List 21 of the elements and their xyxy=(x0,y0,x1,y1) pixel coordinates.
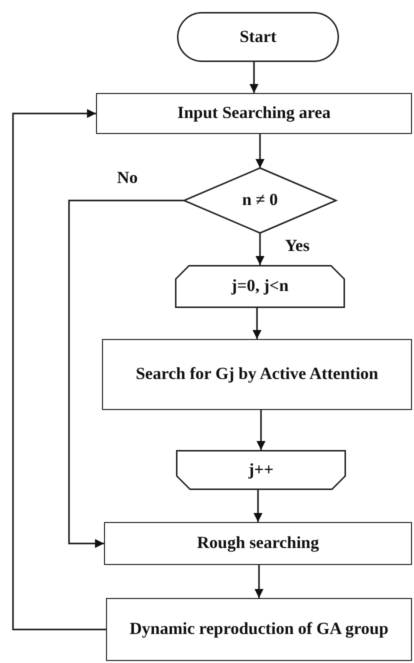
node-text: j=0, j<n xyxy=(230,275,290,298)
arrow xyxy=(254,565,264,598)
node-text: j++ xyxy=(247,458,275,481)
arrow xyxy=(12,109,106,630)
process-box xyxy=(106,598,412,661)
process-box xyxy=(102,339,412,410)
node-text: Dynamic reproduction of GA group xyxy=(128,618,390,640)
process-box xyxy=(96,93,412,134)
arrow xyxy=(250,62,258,93)
arrow xyxy=(252,308,262,339)
arrow xyxy=(256,410,266,450)
node-text: Rough searching xyxy=(196,532,320,554)
arrow xyxy=(68,200,184,548)
node-text: Start xyxy=(238,26,278,48)
arrow xyxy=(256,134,264,168)
process-box xyxy=(104,522,412,565)
node-text: Search for Gj by Active Attention xyxy=(134,363,380,386)
arrow xyxy=(254,490,262,522)
arrow xyxy=(256,233,264,265)
node-text: n ≠ 0 xyxy=(241,189,279,212)
node-text: Input Searching area xyxy=(176,102,332,124)
